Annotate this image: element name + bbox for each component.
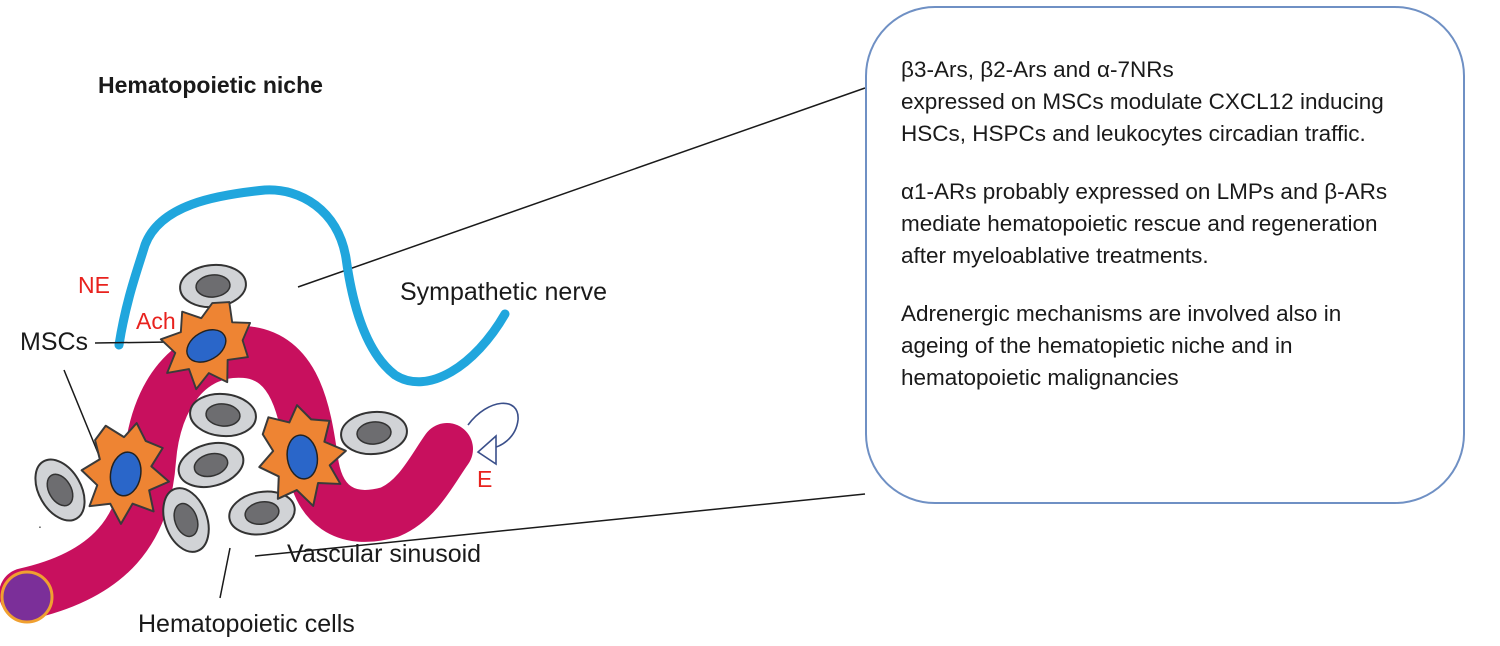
info-line: hematopoietic malignancies [901, 365, 1179, 390]
sinusoid-end [0, 570, 54, 624]
ne-label: NE [78, 272, 110, 298]
vascular-sinusoid-label: Vascular sinusoid [287, 540, 482, 568]
info-line: α1-ARs probably expressed on LMPs and β-… [901, 179, 1388, 204]
info-line: expressed on MSCs modulate CXCL12 induci… [901, 89, 1384, 114]
hematopoietic-cell [172, 435, 250, 495]
info-line: β3-Ars, β2-Ars and α-7NRs [901, 57, 1174, 82]
e-label: E [477, 466, 493, 492]
info-paragraph-rescue: α1-ARs probably expressed on LMPs and β-… [901, 176, 1463, 272]
svg-text:.: . [38, 515, 42, 531]
info-line: Adrenergic mechanisms are involved also … [901, 301, 1342, 326]
sympathetic-nerve [114, 185, 510, 387]
hema-pointer-line [219, 547, 231, 599]
info-paragraph-receptors: β3-Ars, β2-Ars and α-7NRs expressed on M… [901, 54, 1463, 150]
info-line: after myeloablative treatments. [901, 243, 1209, 268]
hematopoietic-cell [338, 408, 410, 458]
info-paragraph-ageing: Adrenergic mechanisms are involved also … [901, 298, 1463, 394]
callout-line-top [297, 87, 866, 288]
sympathetic-nerve-label: Sympathetic nerve [400, 278, 608, 306]
ach-label: Ach [136, 308, 176, 334]
callout-line-bottom [254, 493, 866, 557]
circulation-arrow-outline [467, 402, 519, 449]
hematopoietic-cell [24, 449, 96, 531]
msc-pointer-line [94, 341, 171, 344]
info-line: HSCs, HSPCs and leukocytes circadian tra… [901, 121, 1366, 146]
info-box: β3-Ars, β2-Ars and α-7NRs expressed on M… [865, 6, 1465, 504]
info-line: mediate hematopoietic rescue and regener… [901, 211, 1378, 236]
diagram-title: Hematopoietic niche [98, 72, 323, 98]
mscs-label: MSCs [20, 328, 89, 356]
info-line: ageing of the hematopietic niche and in [901, 333, 1293, 358]
hematopoietic-cells-label: Hematopoietic cells [138, 610, 355, 638]
msc-pointer-line [63, 369, 99, 454]
circulation-arrow-head [476, 434, 497, 466]
hematopoietic-cell [187, 390, 259, 440]
